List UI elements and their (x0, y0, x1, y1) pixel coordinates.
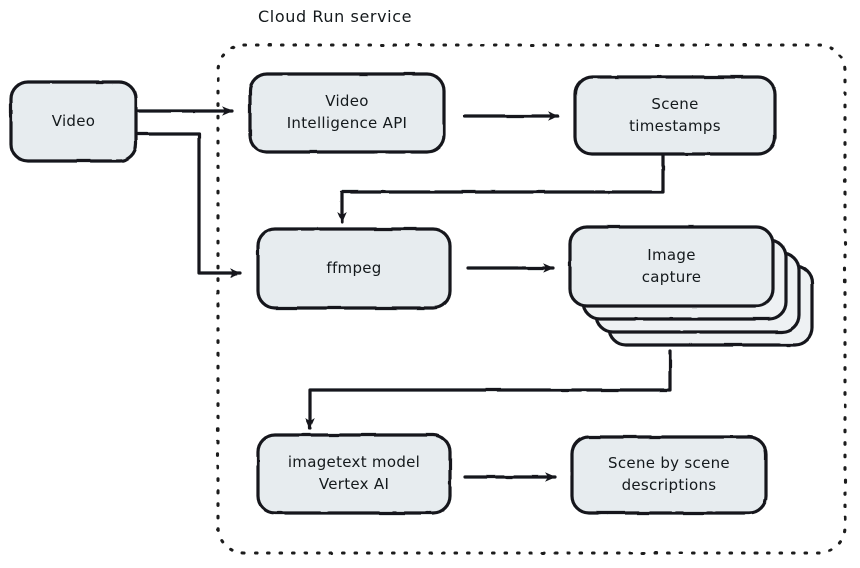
node-video-intelligence-api-shape[interactable] (248, 72, 446, 154)
edge-scene-timestamps-to-ffmpeg (337, 153, 665, 224)
node-imagetext-model-vertex-ai-shape[interactable] (256, 433, 452, 515)
edge-image-capture-to-imagetext-model (305, 349, 672, 430)
node-scene-timestamps-shape[interactable] (573, 75, 777, 156)
group-title-cloud-run-service: Cloud Run service (258, 7, 413, 26)
edge-video-to-ffmpeg (136, 132, 242, 278)
node-video-shape[interactable] (9, 80, 138, 163)
cloud-run-service-group-boundary (216, 43, 847, 555)
node-image-capture-shape[interactable] (568, 225, 814, 347)
node-ffmpeg-shape[interactable] (256, 227, 452, 310)
node-scene-by-scene-descriptions-shape[interactable] (570, 435, 768, 515)
